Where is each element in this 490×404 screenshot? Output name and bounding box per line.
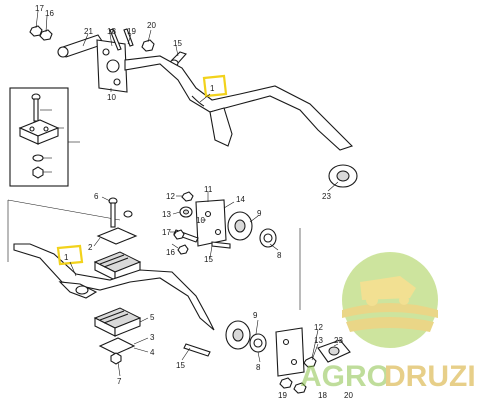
upper-axle-assembly	[29, 25, 358, 188]
callout-10-lower: 10	[196, 216, 205, 225]
callout-15-lower: 15	[204, 255, 213, 264]
callout-11: 11	[204, 185, 213, 194]
part-1-highlight-upper	[202, 74, 228, 98]
callout-18-lower: 18	[318, 391, 327, 400]
callout-12: 12	[166, 192, 175, 201]
callout-8: 8	[277, 251, 282, 260]
agrodruzi-watermark: AGRO DRUZI	[300, 252, 476, 393]
callout-16-lower: 16	[166, 248, 175, 257]
upper-leaders	[35, 10, 339, 192]
callout-17-lower: 17	[162, 228, 171, 237]
watermark-prefix: AGRO	[300, 360, 390, 393]
callout-15b: 15	[176, 361, 185, 370]
callout-19: 19	[127, 27, 136, 36]
lower-axle-assembly	[7, 191, 351, 394]
combine-harvester-icon	[360, 276, 416, 300]
callout-10: 10	[107, 93, 116, 102]
callout-4: 4	[150, 348, 155, 357]
callout-15: 15	[173, 39, 182, 48]
watermark-suffix: DRUZI	[384, 360, 476, 393]
callout-3: 3	[150, 333, 155, 342]
callout-17: 17	[35, 4, 44, 13]
upper-callouts: 17 16 21 18 19 20 15 10 1 23	[35, 4, 331, 201]
inset-detail	[9, 87, 80, 187]
lower-callouts: 6 12 11 14 13 10 9 8 17 16 15 2 1 5 3 4 …	[64, 185, 353, 400]
callout-23-lower: 23	[334, 336, 343, 345]
callout-8b: 8	[256, 363, 261, 372]
callout-18: 18	[107, 27, 116, 36]
callout-12b: 12	[314, 323, 323, 332]
callout-7-lower: 7	[117, 377, 122, 386]
callout-13b: 13	[314, 336, 323, 345]
callout-21: 21	[84, 27, 93, 36]
callout-1: 1	[210, 84, 215, 93]
callout-9b: 9	[253, 311, 258, 320]
callout-14: 14	[236, 195, 245, 204]
callout-23: 23	[322, 192, 331, 201]
callout-9: 9	[257, 209, 262, 218]
callout-1-lower: 1	[64, 253, 69, 262]
callout-13: 13	[162, 210, 171, 219]
lower-leaders	[69, 192, 339, 377]
callout-19-lower: 19	[278, 391, 287, 400]
watermark-logo-circle	[342, 252, 438, 348]
callout-20: 20	[147, 21, 156, 30]
part-1-highlight-lower	[56, 244, 84, 266]
callout-6: 6	[94, 192, 99, 201]
callout-5: 5	[150, 313, 155, 322]
callout-16: 16	[45, 9, 54, 18]
callout-2: 2	[88, 243, 93, 252]
callout-20-lower: 20	[344, 391, 353, 400]
